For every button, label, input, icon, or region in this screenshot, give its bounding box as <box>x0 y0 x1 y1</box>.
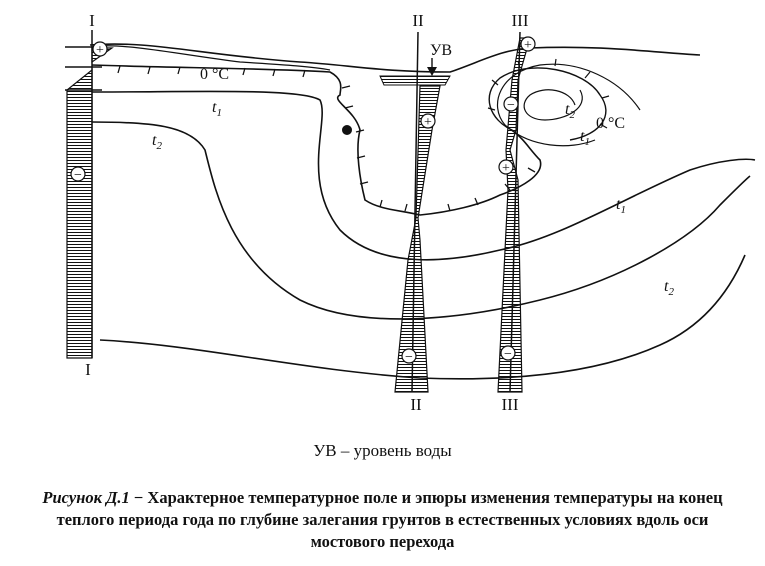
diagram-figure: I II III I II III УВ <box>65 11 756 414</box>
isotherm-label-t1: t1 <box>616 196 626 216</box>
isotherm-label-t2: t2 <box>152 132 162 152</box>
epure-section-2 <box>394 85 441 393</box>
epure-section-3 <box>497 37 531 393</box>
minus-sign-icon: − <box>70 166 86 183</box>
plus-sign-icon: + <box>92 41 108 58</box>
zero-isotherm-ticks <box>117 65 536 212</box>
zero-isotherm-label-left: 0 °C <box>200 66 229 83</box>
plus-sign-icon: + <box>520 36 536 53</box>
water-body <box>379 75 451 86</box>
water-level-label: УВ <box>430 42 452 59</box>
section-label-2-top: II <box>412 11 424 30</box>
minus-sign-icon: − <box>503 96 519 113</box>
isotherm-t1-loop <box>496 63 641 147</box>
isotherm-t2 <box>91 121 751 320</box>
svg-text:−: − <box>507 98 515 113</box>
section-label-2-bottom: II <box>410 395 422 414</box>
section-label-1-top: I <box>89 11 95 30</box>
caption-label: Рисунок Д.1 <box>42 488 130 507</box>
svg-text:+: + <box>424 115 432 130</box>
ground-surface-line <box>89 43 701 73</box>
zero-isotherm-main <box>91 64 542 216</box>
minus-sign-icon: − <box>500 345 516 362</box>
caption-dash: − <box>129 488 148 507</box>
legend-text: УВ – уровень воды <box>313 441 452 460</box>
isotherm-label-t2: t2 <box>664 278 674 298</box>
svg-text:+: + <box>96 43 104 58</box>
isotherm-label-t1: t1 <box>212 99 222 119</box>
svg-text:+: + <box>502 161 510 176</box>
epure-section-1 <box>66 47 114 359</box>
figure-caption: Рисунок Д.1 − Характерное температурное … <box>20 487 745 553</box>
zero-isotherm-loop <box>488 67 607 141</box>
zero-isotherm-loop-ticks <box>487 58 610 129</box>
isotherm-label-t2: t2 <box>565 101 575 121</box>
point-marker <box>342 125 352 135</box>
svg-text:−: − <box>504 347 512 362</box>
caption-text: Характерное температурное поле и эпюры и… <box>56 488 723 551</box>
water-level-arrow <box>427 67 437 76</box>
section-label-3-bottom: III <box>502 395 519 414</box>
section-label-3-top: III <box>512 11 529 30</box>
zero-isotherm-label-right: 0 °C <box>596 115 625 132</box>
svg-text:−: − <box>405 350 413 365</box>
zero-isotherm-upper <box>99 45 331 71</box>
plus-sign-icon: + <box>420 113 436 130</box>
svg-text:−: − <box>74 168 82 183</box>
section-label-1-bottom: I <box>85 360 91 379</box>
svg-text:+: + <box>524 38 532 53</box>
minus-sign-icon: − <box>401 348 417 365</box>
plus-sign-icon: + <box>498 159 514 176</box>
isotherm-label-t1: t1 <box>580 128 590 148</box>
isotherm-t2-spiral <box>523 89 583 121</box>
isotherm-t1 <box>91 90 756 261</box>
